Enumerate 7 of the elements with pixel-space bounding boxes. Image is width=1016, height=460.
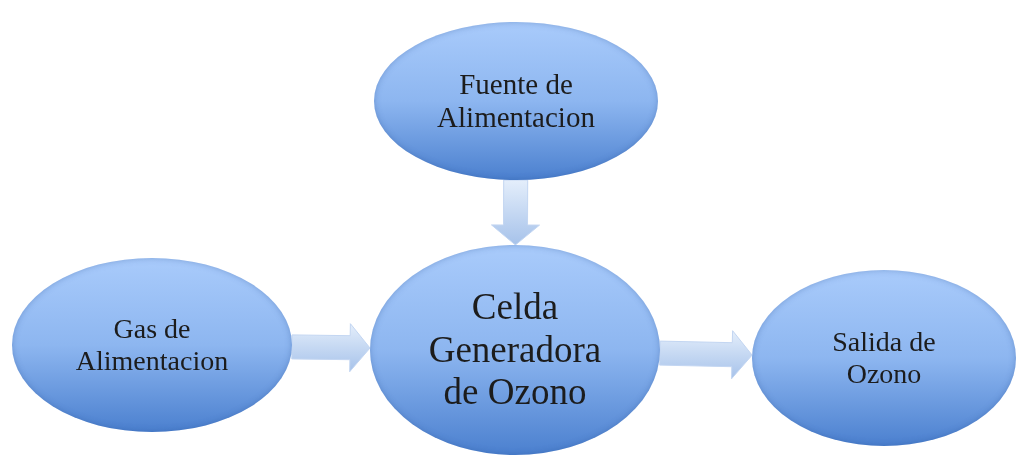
node-label: Celda Generadora de Ozono <box>427 286 603 414</box>
block-arrow <box>659 330 753 380</box>
node-label: Fuente de Alimentacion <box>436 67 596 135</box>
node-label: Gas de Alimentacion <box>74 312 230 378</box>
block-arrow <box>491 179 540 246</box>
block-arrow <box>291 323 371 373</box>
node-label: Salida de Ozono <box>831 325 937 391</box>
